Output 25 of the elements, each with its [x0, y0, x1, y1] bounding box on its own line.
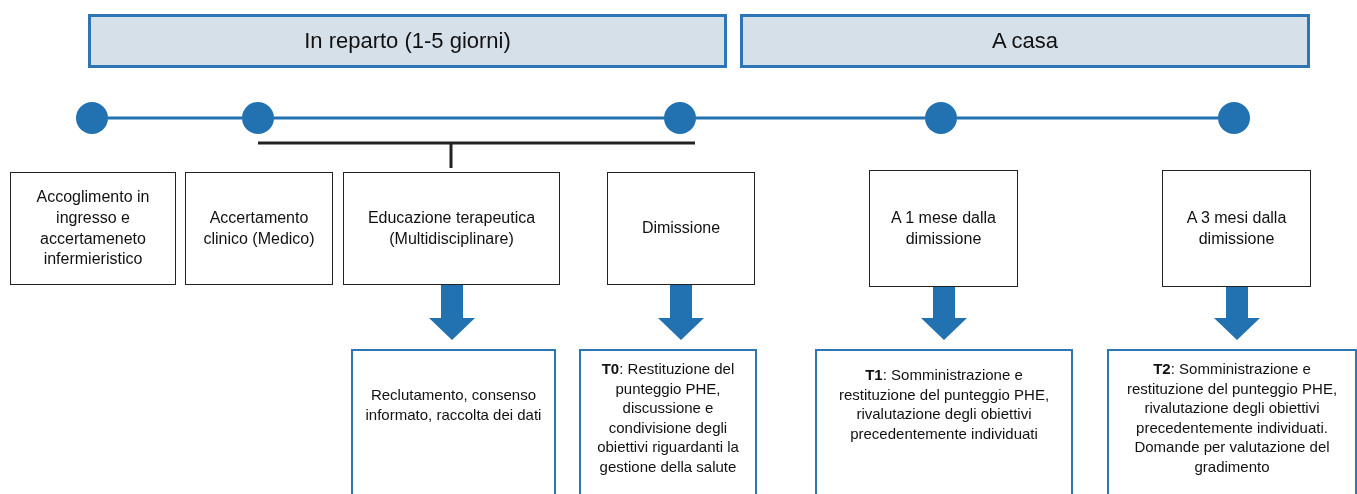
timeline-circle — [664, 102, 696, 134]
step-box: Accoglimento in ingresso e accertameneto infermieristico — [10, 172, 176, 285]
timeline-circle — [76, 102, 108, 134]
activity-box: Reclutamento, consenso informato, raccolta dei dati — [351, 349, 556, 494]
step-box: A 1 mese dalla dimissione — [869, 170, 1018, 287]
phase-header: A casa — [740, 14, 1310, 68]
activity-box: T1: Somministrazione e restituzione del punteggio PHE, rivalutazione degli obiettivi precedentemente individuati — [815, 349, 1073, 494]
phase-header: In reparto (1-5 giorni) — [88, 14, 727, 68]
timeline-line — [957, 116, 1218, 120]
timeline-line — [108, 116, 242, 120]
activity-box: T0: Restituzione del punteggio PHE, discussione e condivisione degli obiettivi riguardanti la gestione della salute — [579, 349, 757, 494]
block-arrow — [658, 285, 704, 340]
step-box: Dimissione — [607, 172, 755, 285]
block-arrow — [1214, 287, 1260, 340]
activity-box: T2: Somministrazione e restituzione del punteggio PHE, rivalutazione degli obiettivi precedentemente individuati. Domande per valutazione del gradimento — [1107, 349, 1357, 494]
timeline-line — [274, 116, 664, 120]
timeline-circle — [242, 102, 274, 134]
step-box: A 3 mesi dalla dimissione — [1162, 170, 1311, 287]
step-box: Educazione terapeutica (Multidisciplinare) — [343, 172, 560, 285]
block-arrow — [921, 287, 967, 340]
timeline-circle — [1218, 102, 1250, 134]
block-arrow — [429, 285, 475, 340]
step-box: Accertamento clinico (Medico) — [185, 172, 333, 285]
timeline-circle — [925, 102, 957, 134]
timeline-line — [696, 116, 925, 120]
